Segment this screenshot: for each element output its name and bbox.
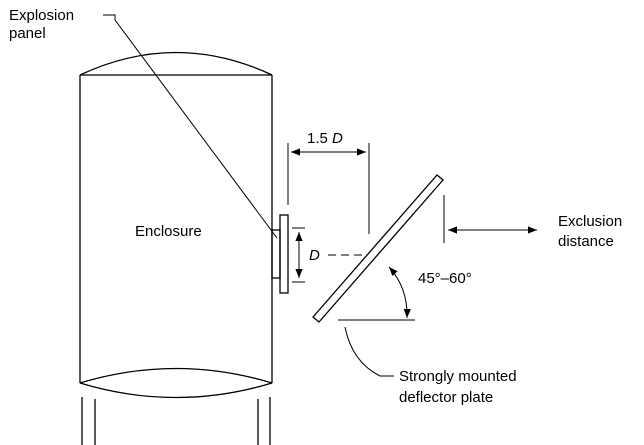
diameter-dimension: D (292, 227, 365, 283)
enclosure-bottom-curve (79, 382, 273, 399)
offset-label: 1.5 D (307, 130, 343, 147)
explosion-panel-flange (279, 214, 289, 294)
enclosure-vessel (79, 51, 273, 399)
explosion-panel-membrane (271, 229, 281, 279)
offset-dimension: 1.5 D (287, 130, 370, 234)
enclosure-label: Enclosure (135, 223, 202, 240)
enclosure-top-dome (79, 51, 273, 76)
exclusion-label-line1: Exclusion (558, 213, 622, 230)
explosion-panel-label-line2: panel (9, 25, 46, 42)
deflector-leader (344, 326, 394, 377)
deflector-label-line2: deflector plate (399, 389, 493, 406)
explosion-panel-label-line1: Explosion (9, 7, 74, 24)
explosion-panel (271, 214, 289, 294)
exclusion-label-line2: distance (558, 233, 614, 250)
angle-label: 45°–60° (418, 270, 472, 287)
deflector-label-line1: Strongly mounted (399, 368, 517, 385)
support-legs (81, 397, 271, 445)
angle-arc (388, 266, 411, 319)
diameter-label: D (309, 247, 320, 264)
explosion-panel-leader (103, 14, 278, 239)
enclosure-bottom-dome (79, 367, 273, 384)
angle-indicator: 45°–60° (338, 266, 472, 321)
exclusion-distance: Exclusion distance (443, 195, 622, 250)
deflector-plate (312, 174, 444, 323)
